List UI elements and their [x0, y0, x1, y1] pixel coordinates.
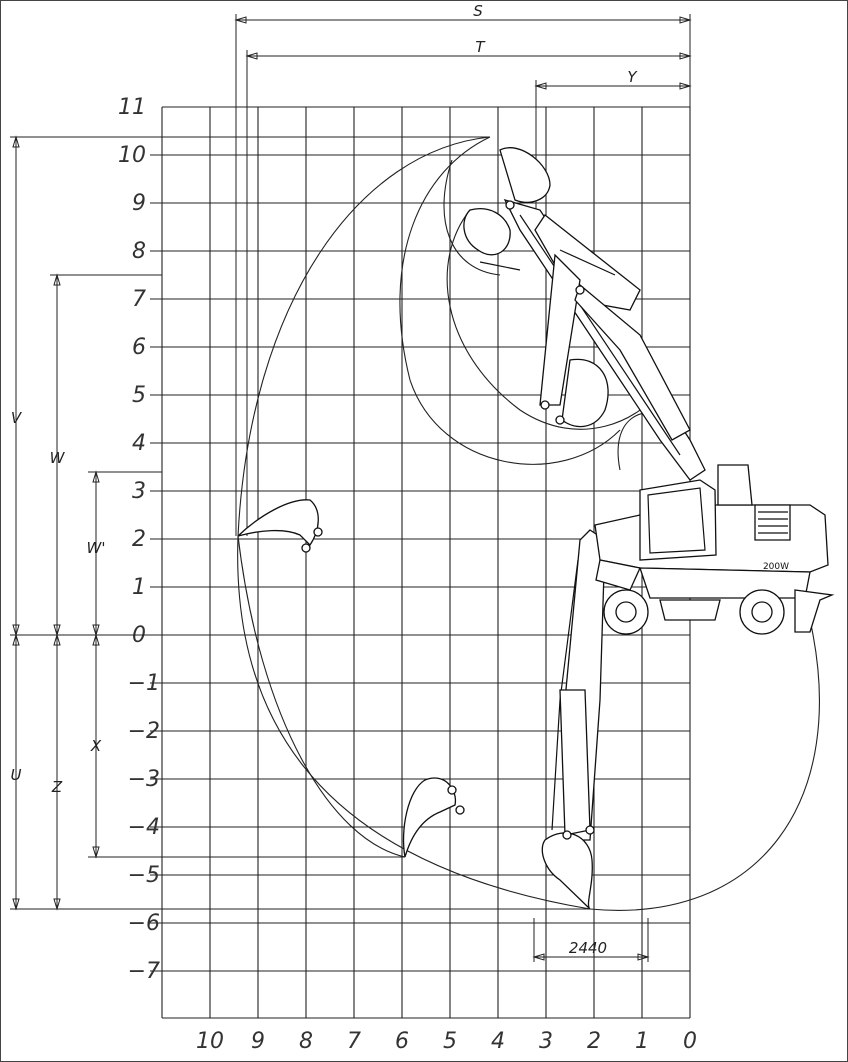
dim-label-w-prime: W' [87, 539, 106, 557]
y-tick-2: 2 [132, 527, 146, 552]
y-tick-11: 11 [118, 95, 146, 120]
dim-label-y: Y [627, 68, 638, 86]
lower-arm-assembly [541, 529, 606, 910]
upper-arm-assembly [463, 147, 706, 481]
max-reach-envelope [237, 136, 820, 911]
x-tick-0: 0 [683, 1029, 697, 1054]
dim-label-u: U [11, 766, 22, 784]
inner-digging-envelope [399, 136, 621, 465]
y-tick-minus-6: −6 [128, 911, 160, 936]
y-tick-minus-5: −5 [128, 863, 160, 888]
x-tick-4: 4 [491, 1029, 505, 1054]
dim-label-z: Z [51, 778, 63, 796]
y-tick-5: 5 [132, 383, 146, 408]
y-tick-minus-4: −4 [128, 815, 160, 840]
left-dimension-lines [10, 135, 590, 911]
side-buckets [237, 499, 465, 858]
y-tick-6: 6 [132, 335, 146, 360]
y-tick-10: 10 [118, 143, 146, 168]
y-tick-minus-1: −1 [128, 671, 160, 696]
y-tick-7: 7 [132, 287, 146, 312]
y-tick-minus-2: −2 [128, 719, 160, 744]
dim-label-2440: 2440 [569, 939, 607, 957]
y-tick-3: 3 [132, 479, 146, 504]
y-axis-tick-labels: 11 10 9 8 7 6 5 4 3 2 1 0 −1 −2 −3 −4 −5… [118, 95, 160, 984]
base-dimension [532, 918, 650, 962]
x-tick-7: 7 [347, 1029, 361, 1054]
x-tick-3: 3 [539, 1029, 553, 1054]
working-range-envelope [237, 136, 820, 911]
dim-label-v: V [11, 409, 23, 427]
model-label: 200W [763, 562, 789, 572]
dim-label-x: X [90, 737, 102, 755]
low-reach-envelope [237, 535, 406, 858]
y-tick-9: 9 [132, 191, 146, 216]
x-tick-9: 9 [251, 1029, 265, 1054]
wheeled-excavator-body: 200W [594, 464, 835, 635]
y-tick-minus-3: −3 [128, 767, 160, 792]
dim-label-s: S [473, 2, 483, 20]
x-tick-2: 2 [587, 1029, 601, 1054]
y-tick-4: 4 [132, 431, 146, 456]
bucket-arc-top [443, 159, 501, 276]
x-tick-6: 6 [395, 1029, 409, 1054]
y-tick-minus-7: −7 [128, 959, 160, 984]
mid-envelope [446, 209, 661, 430]
x-tick-8: 8 [299, 1029, 313, 1054]
y-tick-8: 8 [132, 239, 146, 264]
x-tick-5: 5 [443, 1029, 457, 1054]
x-tick-1: 1 [635, 1029, 649, 1054]
x-tick-10: 10 [196, 1029, 224, 1054]
x-axis-tick-labels: 10 9 8 7 6 5 4 3 2 1 0 [196, 1029, 697, 1054]
dim-label-w: W [50, 449, 66, 467]
y-tick-1: 1 [132, 575, 146, 600]
dim-label-t: T [475, 38, 486, 56]
